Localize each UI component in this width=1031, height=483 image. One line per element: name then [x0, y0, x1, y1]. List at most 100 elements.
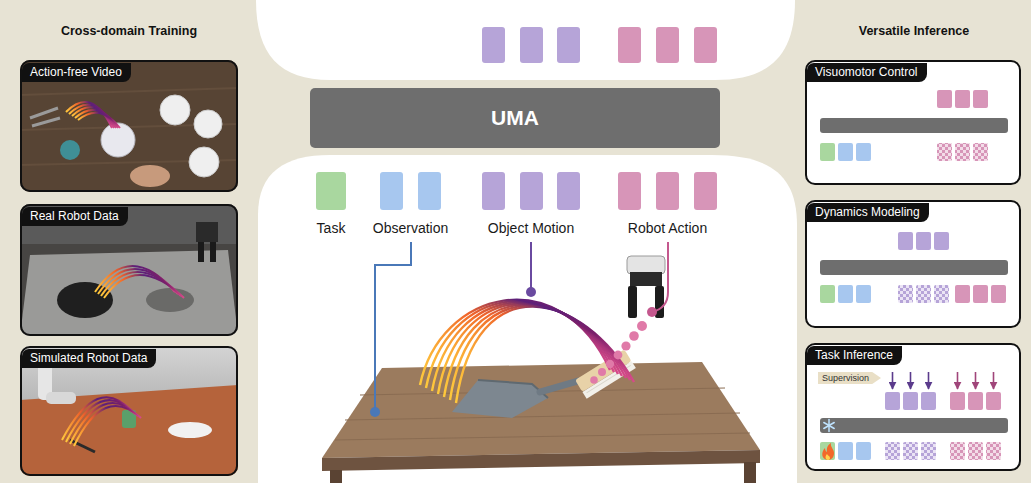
mini-token: [921, 442, 936, 460]
token-label: Robot Action: [628, 220, 707, 236]
panel-ground: [256, 0, 795, 80]
output-token: [520, 27, 543, 63]
mini-token: [820, 90, 1006, 460]
supervision-arrow: [910, 372, 912, 389]
mini-token: [903, 392, 918, 410]
supervision-tag: Supervision: [818, 372, 881, 384]
mini-token: [991, 285, 1006, 303]
video-photo: [66, 102, 120, 128]
table-illustration: [744, 462, 756, 483]
output-token: [656, 27, 679, 63]
leader-dot: [370, 407, 380, 417]
frozen-icon: [824, 423, 834, 429]
dustpan: [478, 380, 548, 398]
leader-dot: [647, 307, 657, 317]
video-photo: [20, 60, 238, 192]
input-token: [557, 172, 580, 210]
inference-card: [806, 201, 1020, 327]
mini-model-bar: [820, 118, 1008, 433]
real-robot-photo: [95, 266, 184, 298]
real-robot-photo: [146, 288, 194, 312]
leader-line: [375, 242, 411, 412]
input-token: [316, 172, 346, 210]
robot-gripper: [627, 256, 665, 274]
input-token: [694, 172, 717, 210]
frozen-icon: [824, 420, 834, 432]
mini-token: [820, 442, 835, 460]
robot-gripper: [628, 286, 637, 318]
mini-model-bar: [820, 118, 1008, 133]
mini-token: [986, 392, 1001, 410]
token-label: Task: [317, 220, 346, 236]
panel-title: Versatile Inference: [797, 24, 1031, 38]
trajectory: [456, 307, 634, 403]
card-title: Action-free Video: [22, 63, 131, 82]
mini-token: [934, 232, 949, 250]
model-name: UMA: [491, 106, 539, 130]
mini-token: [937, 143, 952, 161]
action-trail: [614, 351, 623, 360]
card-title: Simulated Robot Data: [22, 349, 156, 368]
input-token: [482, 172, 505, 210]
action-trail: [590, 321, 647, 384]
video-photo: [101, 123, 135, 157]
mini-token: [937, 90, 952, 108]
output-token: [694, 27, 717, 63]
supervision-arrow: [893, 372, 994, 389]
input-token: [520, 172, 543, 210]
real-robot-photo: [20, 204, 238, 336]
table-illustration: [322, 362, 760, 483]
output-token: [482, 27, 505, 63]
mini-token: [955, 143, 970, 161]
inference-card: [806, 61, 1020, 470]
mini-token: [838, 285, 853, 303]
video-photo: [189, 147, 219, 177]
mini-model-bar: [820, 418, 1008, 433]
real-robot-photo: [20, 250, 238, 336]
action-trail: [590, 376, 598, 384]
card-title: Task Inference: [807, 346, 902, 365]
real-robot-photo: [210, 242, 216, 262]
mini-token: [820, 143, 835, 161]
leader-dot: [370, 287, 657, 417]
leader-line: [530, 242, 532, 292]
mini-token: [973, 143, 988, 161]
panel-title: Cross-domain Training: [0, 24, 258, 38]
mini-token: [885, 392, 900, 410]
supervision-arrow: [928, 372, 930, 389]
data-card: Simulated Robot Data: [20, 346, 238, 476]
training-panel: Cross-domain TrainingAction-free VideoRe…: [0, 0, 258, 483]
real-robot-photo: [20, 204, 238, 336]
real-robot-photo: [198, 242, 204, 262]
dustpan: [452, 380, 548, 418]
mini-token: [856, 442, 871, 460]
simulation-render: [20, 346, 238, 476]
supervision-arrow: [892, 372, 894, 389]
table-illustration: [322, 362, 760, 458]
action-trail: [598, 368, 606, 376]
simulation-render: [168, 422, 212, 438]
video-photo: [78, 113, 120, 128]
mini-token: [921, 392, 936, 410]
mini-token: [986, 442, 1001, 460]
inference-card: Dynamics Modeling: [805, 200, 1021, 328]
simulation-render: [70, 440, 95, 452]
data-card: Real Robot Data: [20, 204, 238, 336]
leader-line: [652, 242, 668, 312]
input-token: [380, 172, 403, 210]
output-token: [482, 27, 717, 63]
real-robot-photo: [196, 222, 218, 242]
mini-token: [968, 442, 983, 460]
supervision-arrow: [975, 372, 977, 389]
inference-card: Task Inference: [805, 343, 1021, 471]
real-robot-photo: [104, 275, 184, 298]
mini-token: [838, 143, 853, 161]
dustpan: [452, 380, 578, 418]
inference-card: [806, 61, 1020, 184]
token-label: Object Motion: [488, 220, 574, 236]
leader-line: [375, 242, 668, 412]
mini-token: [955, 90, 970, 108]
trajectory: [450, 306, 630, 400]
